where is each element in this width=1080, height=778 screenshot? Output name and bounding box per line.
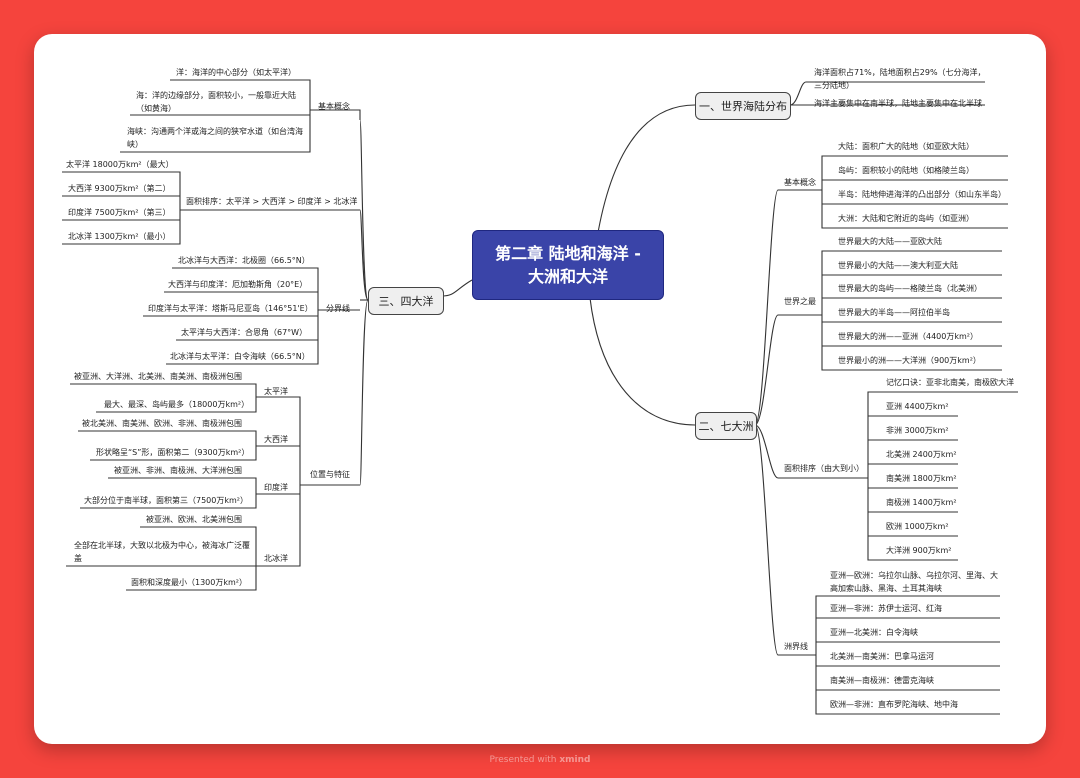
list-item[interactable]: 南美洲 1800万km²	[886, 474, 957, 483]
list-item[interactable]: 北冰洋 1300万km²（最小）	[68, 232, 171, 241]
list-item[interactable]: 大西洋与印度洋：厄加勒斯角（20°E）	[168, 280, 308, 289]
topic-continent-concepts[interactable]: 基本概念	[784, 178, 816, 187]
list-item[interactable]: 全部在北半球，大致以北极为中心，被海冰广泛覆盖	[74, 541, 250, 563]
central-title-line2: 大洲和大洋	[527, 267, 608, 286]
topic-world-records[interactable]: 世界之最	[784, 297, 816, 306]
list-item[interactable]: 亚洲—北美洲：白令海峡	[830, 628, 918, 637]
list-item[interactable]: 被北美洲、南美洲、欧洲、非洲、南极洲包围	[82, 419, 242, 428]
footer-credit: Presented with xmind	[0, 755, 1080, 765]
list-item[interactable]: 记忆口诀：亚非北南美，南极欧大洋	[886, 378, 1014, 387]
topic-ocean-boundaries[interactable]: 分界线	[326, 304, 350, 313]
list-item[interactable]: 北冰洋与太平洋：白令海峡（66.5°N）	[170, 352, 310, 361]
list-item[interactable]: 大部分位于南半球，面积第三（7500万km²）	[84, 496, 248, 505]
list-item[interactable]: 世界最大的洲——亚洲（4400万km²）	[838, 332, 978, 341]
topic-arctic[interactable]: 北冰洋	[264, 554, 288, 563]
list-item[interactable]: 非洲 3000万km²	[886, 426, 949, 435]
list-item[interactable]: 洋：海洋的中心部分（如太平洋）	[176, 68, 296, 77]
topic-ocean-area-ranking[interactable]: 面积排序：太平洋 > 大西洋 > 印度洋 > 北冰洋	[186, 197, 358, 206]
list-item[interactable]: 亚洲 4400万km²	[886, 402, 949, 411]
list-item[interactable]: 岛屿：面积较小的陆地（如格陵兰岛）	[838, 166, 974, 175]
list-item[interactable]: 北冰洋与大西洋：北极圈（66.5°N）	[178, 256, 310, 265]
central-topic[interactable]: 第二章 陆地和海洋 - 大洲和大洋	[472, 230, 664, 300]
list-item[interactable]: 南极洲 1400万km²	[886, 498, 957, 507]
list-item[interactable]: 海：洋的边缘部分，面积较小，一般靠近大陆（如黄海）	[136, 91, 296, 113]
topic-sea-land-ratio[interactable]: 海洋面积占71%，陆地面积占29%（七分海洋，三分陆地）	[814, 68, 986, 90]
list-item[interactable]: 世界最小的大陆——澳大利亚大陆	[838, 261, 958, 270]
list-item[interactable]: 大洲：大陆和它附近的岛屿（如亚洲）	[838, 214, 974, 223]
list-item[interactable]: 欧洲 1000万km²	[886, 522, 949, 531]
xmind-logo-text: xmind	[559, 755, 591, 765]
list-item[interactable]: 世界最小的洲——大洋洲（900万km²）	[838, 356, 981, 365]
list-item[interactable]: 形状略呈“S”形，面积第二（9300万km²）	[96, 448, 250, 457]
list-item[interactable]: 被亚洲、大洋洲、北美洲、南美洲、南极洲包围	[74, 372, 242, 381]
list-item[interactable]: 被亚洲、非洲、南极洲、大洋洲包围	[114, 466, 242, 475]
topic-hemisphere-distribution[interactable]: 海洋主要集中在南半球，陆地主要集中在北半球	[814, 99, 982, 108]
list-item[interactable]: 印度洋 7500万km²（第三）	[68, 208, 171, 217]
topic-area-ranking[interactable]: 面积排序（由大到小）	[784, 464, 864, 473]
list-item[interactable]: 大洋洲 900万km²	[886, 546, 952, 555]
list-item[interactable]: 北美洲—南美洲：巴拿马运河	[830, 652, 934, 661]
branch-four-oceans[interactable]: 三、四大洋	[368, 287, 444, 315]
list-item[interactable]: 北美洲 2400万km²	[886, 450, 957, 459]
list-item[interactable]: 被亚洲、欧洲、北美洲包围	[146, 515, 242, 524]
footer-prefix: Presented with	[489, 755, 557, 765]
branch-seven-continents[interactable]: 二、七大洲	[695, 412, 757, 440]
list-item[interactable]: 大陆：面积广大的陆地（如亚欧大陆）	[838, 142, 974, 151]
list-item[interactable]: 南美洲—南极洲：德雷克海峡	[830, 676, 934, 685]
list-item[interactable]: 亚洲—非洲：苏伊士运河、红海	[830, 604, 942, 613]
topic-continent-boundaries[interactable]: 洲界线	[784, 642, 808, 651]
list-item[interactable]: 世界最大的半岛——阿拉伯半岛	[838, 308, 950, 317]
list-item[interactable]: 面积和深度最小（1300万km²）	[131, 578, 247, 587]
topic-pacific[interactable]: 太平洋	[264, 387, 288, 396]
list-item[interactable]: 半岛：陆地伸进海洋的凸出部分（如山东半岛）	[838, 190, 1006, 199]
central-title-line1: 第二章 陆地和海洋 -	[495, 244, 641, 263]
list-item[interactable]: 太平洋 18000万km²（最大）	[66, 160, 174, 169]
list-item[interactable]: 大西洋 9300万km²（第二）	[68, 184, 171, 193]
list-item[interactable]: 亚洲—欧洲：乌拉尔山脉、乌拉尔河、里海、大高加索山脉、黑海、土耳其海峡	[830, 571, 998, 593]
topic-ocean-concepts[interactable]: 基本概念	[318, 102, 350, 111]
list-item[interactable]: 世界最大的大陆——亚欧大陆	[838, 237, 942, 246]
list-item[interactable]: 印度洋与太平洋：塔斯马尼亚岛（146°51'E）	[148, 304, 313, 313]
topic-atlantic[interactable]: 大西洋	[264, 435, 288, 444]
branch-world-sea-land[interactable]: 一、世界海陆分布	[695, 92, 791, 120]
list-item[interactable]: 太平洋与大西洋：合恩角（67°W）	[181, 328, 308, 337]
list-item[interactable]: 海峡：沟通两个洋或海之间的狭窄水道（如台湾海峡）	[127, 127, 303, 149]
list-item[interactable]: 欧洲—非洲：直布罗陀海峡、地中海	[830, 700, 958, 709]
list-item[interactable]: 最大、最深、岛屿最多（18000万km²）	[104, 400, 250, 409]
list-item[interactable]: 世界最大的岛屿——格陵兰岛（北美洲）	[838, 284, 982, 293]
topic-location-features[interactable]: 位置与特征	[310, 470, 350, 479]
topic-indian[interactable]: 印度洋	[264, 483, 288, 492]
